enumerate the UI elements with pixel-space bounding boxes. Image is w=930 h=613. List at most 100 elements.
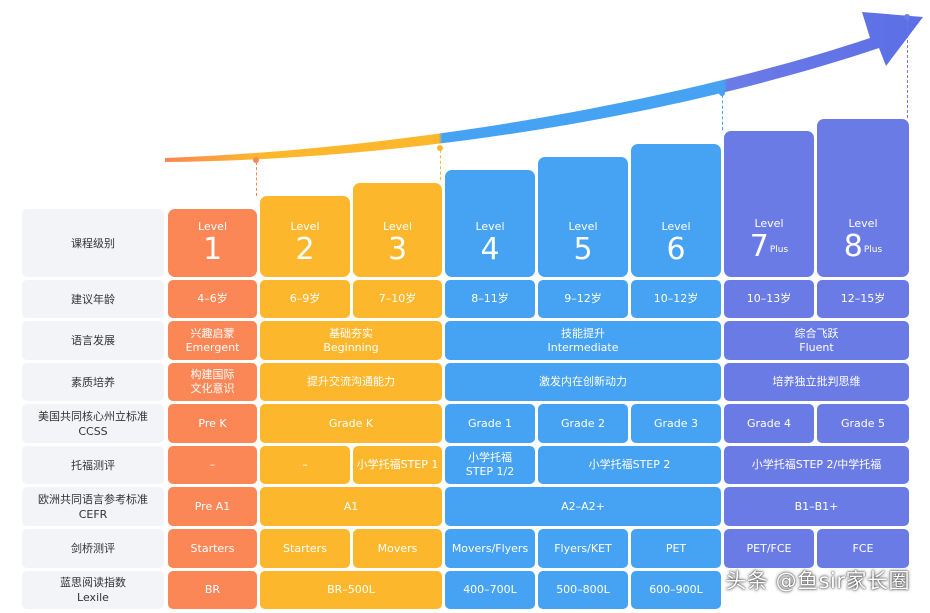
toefl-cell-text: 小学托福STEP 2/中学托福 [751, 458, 882, 471]
guide-line-4 [907, 20, 908, 118]
toefl-cell: 小学托福STEP 2/中学托福 [724, 446, 909, 484]
toefl-cell: – [260, 446, 350, 484]
level-number-text: 1 [202, 232, 223, 267]
quality-cell-text: 激发内在创新动力 [539, 375, 627, 388]
level-number: 7Plus [724, 230, 814, 267]
ccss-cell-text: Grade 4 [746, 416, 792, 430]
guide-dot-3 [719, 90, 725, 96]
level-plus: Plus [863, 245, 883, 255]
age-cell-text: 12–15岁 [840, 292, 886, 305]
level-number-text: 3 [387, 232, 408, 267]
level-number-text: 6 [666, 232, 686, 267]
cefr-cell: Pre A1 [168, 487, 257, 526]
row-label-text: CCSS [78, 424, 108, 438]
cambridge-cell: Movers/Flyers [445, 529, 535, 568]
lexile-cell: BR [168, 571, 257, 609]
level-label: Level [754, 217, 784, 230]
row-label-text: Lexile [77, 591, 109, 604]
quality-cell-text: 培养独立批判思维 [772, 375, 861, 388]
level-number: 8Plus [817, 230, 909, 267]
cambridge-cell: Flyers/KET [538, 529, 628, 568]
level-label: Level [290, 220, 320, 233]
quality-cell: 构建国际文化意识 [168, 363, 257, 401]
cambridge-cell-text: Movers/Flyers [451, 541, 529, 555]
ccss-cell: Grade K [260, 404, 442, 443]
toefl-cell-text: – [209, 458, 216, 471]
row-label: 素质培养 [22, 363, 164, 401]
ccss-cell-text: Pre K [198, 416, 227, 430]
level-label: Level [568, 220, 598, 233]
lexile-cell-text: BR–500L [327, 583, 375, 596]
level-number-text: 8 [843, 229, 863, 264]
ccss-cell-text: Grade 2 [560, 416, 606, 430]
ccss-cell: Grade 2 [538, 404, 628, 443]
cefr-cell-text: Pre A1 [194, 499, 231, 513]
lexile-cell: 500–800L [538, 571, 628, 609]
ccss-cell: Grade 4 [724, 404, 814, 443]
level-number: 2 [260, 233, 350, 267]
row-label-text: 课程级别 [71, 236, 115, 250]
cambridge-cell-text: FCE [852, 541, 874, 555]
age-cell-text: 10–12岁 [653, 292, 699, 305]
ccss-cell-text: Grade K [328, 416, 374, 430]
cefr-cell: B1–B1+ [724, 487, 909, 526]
ccss-cell: Grade 3 [631, 404, 721, 443]
level-label: Level [848, 217, 878, 230]
row-label-text: 语言发展 [71, 334, 115, 347]
cefr-cell: A1 [260, 487, 442, 526]
quality-cell: 培养独立批判思维 [724, 363, 909, 401]
cambridge-cell-text: Movers [377, 541, 418, 555]
cefr-cell-text: A2–A2+ [561, 499, 605, 513]
cefr-cell: A2–A2+ [445, 487, 721, 526]
row-label-text: 剑桥测评 [71, 542, 115, 555]
age-cell: 6–9岁 [260, 280, 350, 318]
row-label: 剑桥测评 [22, 529, 164, 568]
language-cell-text: Emergent [185, 340, 240, 354]
ccss-cell-text: Grade 5 [840, 416, 886, 430]
ccss-cell-text: Grade 1 [467, 416, 513, 430]
lexile-cell: 400–700L [445, 571, 535, 609]
age-cell: 9–12岁 [538, 280, 628, 318]
cambridge-cell: PET/FCE [724, 529, 814, 568]
age-cell: 7–10岁 [353, 280, 442, 318]
row-label-text: 建议年龄 [71, 292, 115, 306]
age-cell: 4–6岁 [168, 280, 257, 318]
age-cell-text: 8–11岁 [471, 292, 509, 305]
guide-line-1 [256, 162, 257, 196]
language-cell-text: 综合飞跃 [794, 326, 839, 340]
age-cell-text: 4–6岁 [197, 292, 228, 305]
ccss-cell: Grade 1 [445, 404, 535, 443]
toefl-cell: 小学托福STEP 1 [353, 446, 442, 484]
quality-cell-text: 提升交流沟通能力 [307, 375, 395, 388]
lexile-cell-text: 400–700L [463, 583, 517, 596]
row-label: 建议年龄 [22, 280, 164, 318]
quality-cell-text: 构建国际 [190, 368, 235, 381]
level-plus: Plus [769, 245, 789, 255]
age-cell-text: 9–12岁 [564, 292, 602, 305]
row-label-text: 美国共同核心州立标准 [38, 409, 148, 423]
ccss-cell: Pre K [168, 404, 257, 443]
level-label: Level [475, 220, 505, 233]
cambridge-cell-text: Starters [283, 541, 327, 555]
cambridge-cell: Starters [260, 529, 350, 568]
language-cell-text: 基础夯实 [329, 326, 373, 340]
cambridge-cell: FCE [817, 529, 909, 568]
lexile-cell: BR–500L [260, 571, 442, 609]
cefr-cell-text: B1–B1+ [794, 499, 839, 513]
row-label: 语言发展 [22, 321, 164, 360]
level-number: 3 [353, 233, 442, 267]
row-label-text: 素质培养 [71, 375, 115, 389]
cambridge-cell-text: PET [665, 541, 687, 555]
row-label-text: 欧洲共同语言参考标准 [38, 492, 148, 506]
guide-line-3 [722, 95, 723, 130]
